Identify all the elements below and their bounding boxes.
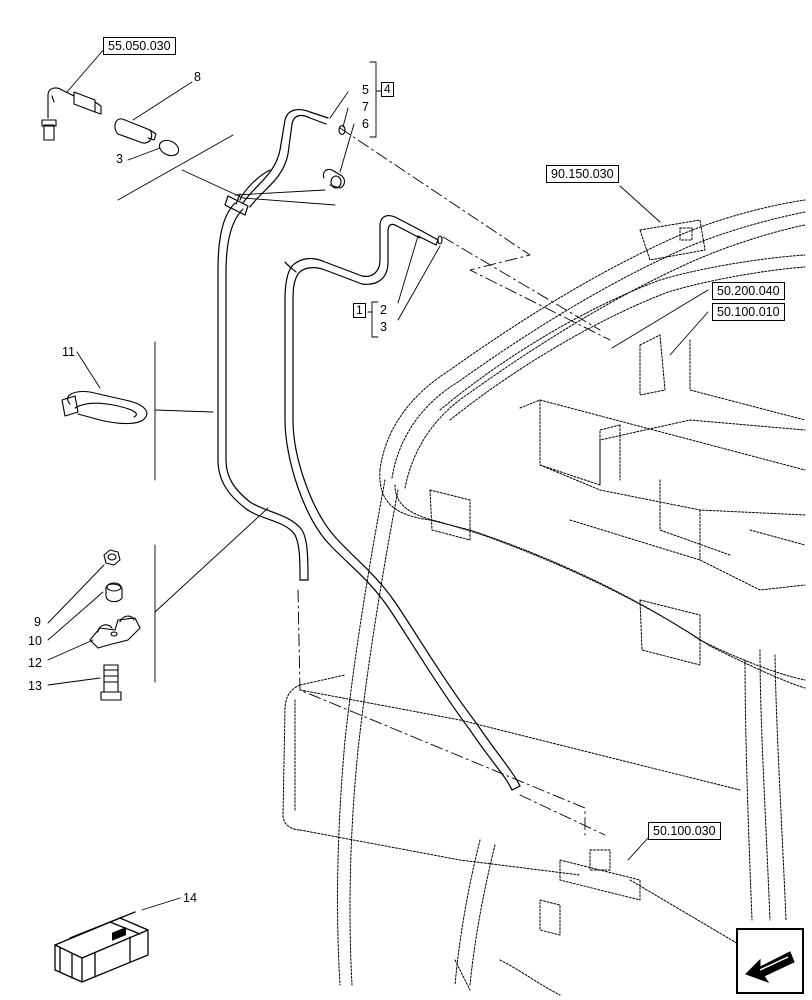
assembly-lines <box>297 127 611 836</box>
bolt-13 <box>100 664 122 701</box>
callout-11: 11 <box>62 345 75 359</box>
callout-13: 13 <box>28 679 42 693</box>
arrow-glyph <box>745 951 795 983</box>
callout-3-kit: 3 <box>380 320 387 334</box>
callout-14: 14 <box>183 891 197 905</box>
callout-7: 7 <box>362 100 369 114</box>
reference-label-50-200-040[interactable]: 50.200.040 <box>712 282 785 300</box>
callout-5: 5 <box>362 83 369 97</box>
callout-6: 6 <box>362 117 369 131</box>
nut-9 <box>103 549 121 566</box>
callout-12: 12 <box>28 656 42 670</box>
o-ring-3 <box>158 139 443 245</box>
reference-label-90-150-030[interactable]: 90.150.030 <box>546 165 619 183</box>
reference-label-50-100-010[interactable]: 50.100.010 <box>712 303 785 321</box>
cab-roof-outline <box>282 199 806 996</box>
bush-6 <box>322 168 345 189</box>
clamp-12 <box>89 615 141 649</box>
callout-9: 9 <box>34 615 41 629</box>
leaders <box>47 47 709 911</box>
washer-10 <box>105 582 123 603</box>
reference-label-55-050-030[interactable]: 55.050.030 <box>103 37 176 55</box>
kit-number-1: 1 <box>353 303 366 318</box>
next-page-arrow-icon[interactable] <box>736 928 804 994</box>
o-ring-7 <box>338 124 346 136</box>
callout-8: 8 <box>194 70 201 84</box>
callout-10: 10 <box>28 634 42 648</box>
sensor-assembly <box>41 87 157 144</box>
cable-tie-11 <box>61 391 148 425</box>
callout-2: 2 <box>380 303 387 317</box>
hose-right <box>284 214 521 791</box>
hose-left <box>217 109 329 581</box>
kit-number-4: 4 <box>381 82 394 97</box>
reference-label-50-100-030[interactable]: 50.100.030 <box>648 822 721 840</box>
callout-3: 3 <box>116 152 123 166</box>
parts-crate-icon <box>54 911 149 983</box>
